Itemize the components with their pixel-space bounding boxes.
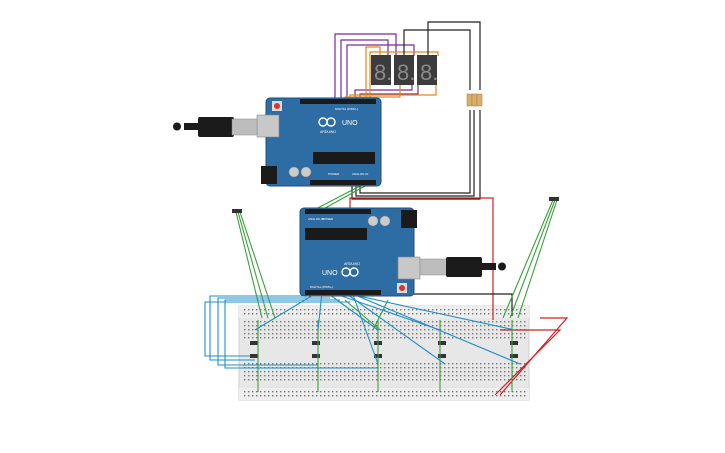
resistors[interactable] [466,93,483,107]
brand-label: UNO [342,120,358,127]
breadboard-holes [244,309,526,397]
breadboard[interactable] [238,305,530,401]
usb-port [397,256,421,280]
seven-segment-display[interactable]: 8. 8. 8. [371,55,438,85]
wires-red[interactable] [349,197,569,396]
digital-label: DIGITAL (PWM~) [310,285,333,289]
arduino-bottom[interactable]: UNO ARDUINO DIGITAL (PWM~) POWER ANALOG … [299,207,421,297]
usb-port [256,114,280,138]
digit-3: 8. [420,60,438,85]
power-label: POWER [328,172,340,176]
usb-cable-top[interactable] [173,117,258,137]
microcontroller-chip [305,228,367,240]
power-jack [401,210,417,228]
arduino-label: ARDUINO [344,262,360,266]
analog-label: ANALOG IN [308,217,324,221]
digit-2: 8. [397,60,415,85]
connector-right [549,197,559,201]
arduino-logo-icon [341,267,359,277]
digit-1: 8. [374,60,392,85]
usb-cable-bottom[interactable] [419,257,506,277]
wires-black-ground[interactable] [395,293,513,316]
microcontroller-chip [313,152,375,164]
power-jack [261,166,277,184]
power-label: POWER [322,217,334,221]
connector-left [232,209,242,213]
brand-label: UNO [322,270,338,277]
digital-label: DIGITAL (PWM~) [335,107,358,111]
analog-label: ANALOG IN [352,172,368,176]
arduino-top[interactable]: UNO ARDUINO DIGITAL (PWM~) POWER ANALOG … [256,97,382,187]
arduino-logo-icon [318,117,336,127]
wires-blue[interactable] [204,291,521,369]
arduino-label: ARDUINO [320,130,336,134]
